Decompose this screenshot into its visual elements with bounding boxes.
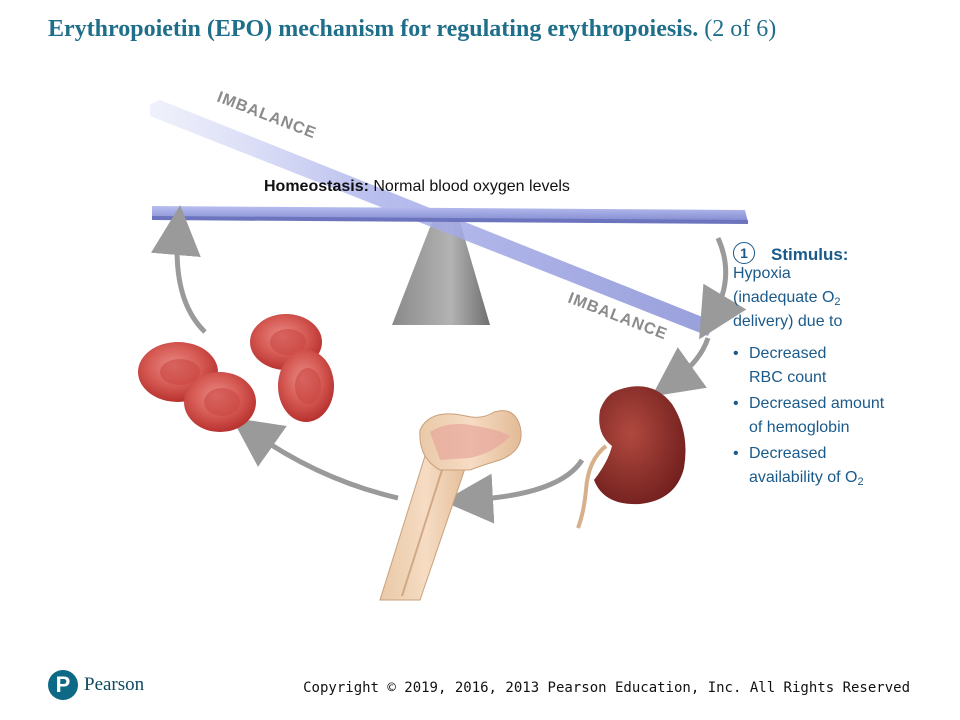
page-title: Erythropoietin (EPO) mechanism for regul…: [48, 16, 776, 43]
rbc-4-center: [295, 368, 321, 404]
bone-cortex-line: [401, 469, 443, 597]
arrow-rbc-to-beam: [150, 205, 207, 334]
kidney-body: [594, 386, 686, 505]
bullet-line-2: RBC count: [749, 369, 827, 386]
ureter: [576, 444, 608, 529]
step-number-badge: 1: [733, 242, 755, 264]
bullet-item: • Decreased availability of O2: [733, 442, 933, 490]
stimulus-line-2-text: (inadequate O: [733, 289, 835, 306]
bone: [379, 410, 522, 601]
stimulus-description: Hypoxia (inadequate O2 delivery) due to: [733, 262, 933, 334]
copyright-notice: Copyright © 2019, 2016, 2013 Pearson Edu…: [303, 680, 910, 696]
pearson-logo-letter: P: [55, 672, 71, 697]
bullet-dot: •: [733, 395, 739, 412]
stimulus-header: 1 Stimulus:: [733, 240, 933, 268]
bullet-line-1: Decreased amount: [749, 395, 885, 412]
stimulus-line-2-sub: 2: [834, 296, 841, 308]
rbc-2-center: [204, 388, 240, 416]
bullet-line-1: Decreased: [749, 345, 827, 362]
title-suffix: (2 of 6): [704, 16, 777, 42]
bullet-line-1: Decreased: [749, 445, 827, 462]
stimulus-title: Stimulus:: [771, 245, 849, 264]
title-main: Erythropoietin (EPO) mechanism for regul…: [48, 16, 699, 42]
arrow-to-stimulus: [699, 236, 747, 340]
bullet-dot: •: [733, 345, 739, 362]
bullet-line-2: of hemoglobin: [749, 419, 850, 436]
homeostasis-heading: Homeostasis:: [264, 178, 369, 195]
rbc-3-center: [270, 329, 306, 355]
arrow-to-kidney: [651, 337, 711, 397]
homeostasis-text: Normal blood oxygen levels: [373, 178, 570, 195]
homeostasis-label: Homeostasis: Normal blood oxygen levels: [264, 178, 570, 196]
red-blood-cells: [138, 314, 334, 432]
stimulus-line-1: Hypoxia: [733, 265, 791, 282]
homeostasis-beam-edge: [152, 216, 748, 224]
fulcrum: [392, 222, 490, 325]
bullet-line-2: availability of O2: [749, 466, 933, 490]
bullet-item: • Decreased RBC count: [733, 342, 933, 390]
rbc-1-center: [160, 359, 200, 385]
bone-marrow: [430, 424, 510, 460]
arrow-kidney-to-bone: [443, 458, 585, 524]
stimulus-panel: 1 Stimulus: Hypoxia (inadequate O2 deliv…: [733, 240, 933, 492]
kidney: [576, 386, 686, 529]
pearson-wordmark: Pearson: [84, 674, 145, 695]
stimulus-bullets: • Decreased RBC count • Decreased amount…: [733, 342, 933, 490]
stimulus-line-2: (inadequate O2: [733, 286, 933, 310]
pearson-brand: P Pearson: [48, 668, 144, 702]
pearson-logo-icon: P: [48, 670, 78, 700]
bullet-item: • Decreased amount of hemoglobin: [733, 392, 933, 440]
bullet-line-2-sub: 2: [857, 476, 864, 488]
stimulus-line-3: delivery) due to: [733, 313, 843, 330]
bullet-dot: •: [733, 445, 739, 462]
arrow-bone-to-rbc: [231, 417, 399, 501]
bullet-line-2-text: availability of O: [749, 469, 858, 486]
